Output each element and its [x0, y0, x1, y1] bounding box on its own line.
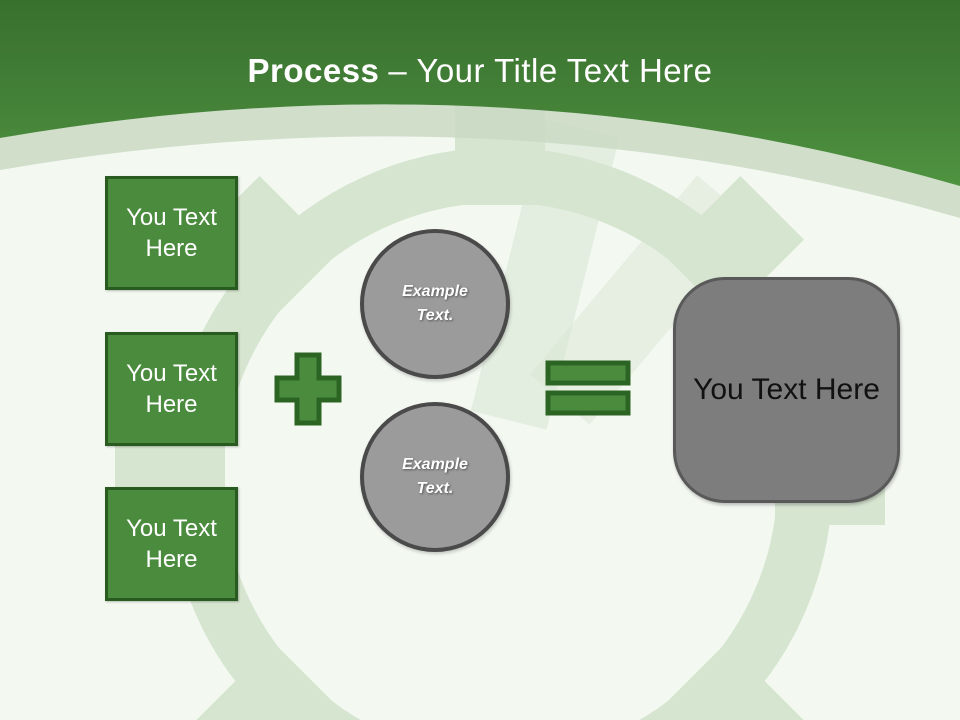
slide-title: Process– Your Title Text Here [0, 52, 960, 90]
equals-icon [545, 360, 631, 416]
slide-title-keyword: Process [247, 52, 380, 89]
input-box-1-label: You Text Here [126, 204, 217, 262]
result-box: You Text Here [673, 277, 900, 503]
example-circle-1: Example Text. [360, 229, 510, 379]
input-box-2: You Text Here [105, 332, 238, 446]
example-circle-2-label: Example Text. [402, 456, 468, 497]
example-circle-1-label: Example Text. [402, 283, 468, 324]
plus-icon [274, 352, 342, 426]
example-circle-2: Example Text. [360, 402, 510, 552]
input-box-2-label: You Text Here [126, 360, 217, 418]
input-box-3: You Text Here [105, 487, 238, 601]
input-box-3-label: You Text Here [126, 515, 217, 573]
header-curve-band [0, 104, 960, 218]
slide-title-subtitle: – Your Title Text Here [388, 52, 713, 89]
input-box-1: You Text Here [105, 176, 238, 290]
header-banner [0, 0, 960, 186]
result-box-label: You Text Here [693, 373, 880, 406]
